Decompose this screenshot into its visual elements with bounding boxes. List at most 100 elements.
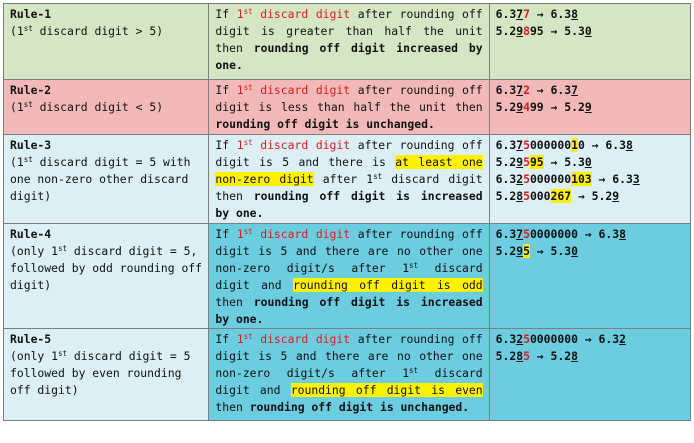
text-run: discard digit = 5 with one non-zero othe… [10,155,191,203]
rule-condition: (1st discard digit = 5 with one non-zero… [10,154,202,205]
text-run: 2 [516,172,524,186]
text-run: then [215,400,250,414]
rule-description: If 1st discard digit after rounding off … [208,3,490,80]
text-run: → 6.3 [529,83,572,97]
rule-condition-cell: Rule-1(1st discard digit > 5) [2,3,210,80]
text-run: 8 [516,189,524,203]
example-line: 5.29895 → 5.30 [496,23,684,40]
text-run: after rounding off digit is less than ha… [215,83,483,114]
text-run: 5 [523,189,530,203]
text-run: 0 [571,244,578,258]
text-run: 8 [523,24,530,38]
text-run: 99 → 5.2 [529,100,585,114]
text-run: 2 [516,332,524,346]
rule-name: Rule-2 [10,83,52,97]
text-run: discard digit < 5) [32,100,164,114]
text-run: 1st [236,83,253,97]
example-line: 6.377 → 6.38 [496,6,684,23]
text-run: 5.2 [495,100,517,114]
text-run: after rounding off digit is 5 and there … [215,332,483,380]
rule-condition: (1st discard digit < 5) [10,99,202,116]
text-run: 8 [516,349,524,363]
text-run: 5 [523,349,530,363]
example-line: 5.285 → 5.28 [496,348,684,365]
text-run: discard digit [252,7,351,21]
text-run: 9 [516,100,524,114]
text-run: 103 [571,172,592,186]
text-run: 2 [523,83,530,97]
text-run: 1st [51,349,68,363]
text-run: (only [10,244,52,258]
text-run: 5 [523,155,530,169]
rule-condition-cell: Rule-3(1st discard digit = 5 with one no… [2,134,210,224]
text-run: 9 [516,155,524,169]
text-run: 5 [523,332,530,346]
text-run: 6.3 [495,138,517,152]
text-run: then [215,295,254,309]
text-run: rounding off digit is unchanged. [215,117,435,131]
text-run: If [215,7,237,21]
text-run: after rounding off digit is 5 and there … [215,138,483,169]
text-run: 7 [516,227,524,241]
text-run: → 5.3 [543,155,585,169]
text-run: 9 [584,100,592,114]
text-run: discard digit [252,332,351,346]
rule-name: Rule-4 [10,227,52,241]
text-run: rounding off digit is unchanged. [249,400,470,414]
text-run: 9 [612,189,620,203]
text-run: discard digit [252,227,351,241]
example-line: 6.3750000000 → 6.38 [496,226,684,243]
text-run: ( [10,24,17,38]
text-run: 9 [516,24,524,38]
text-run: 7 [516,138,524,152]
text-run: If [215,138,237,152]
text-run: 8 [571,7,578,21]
rule-description: If 1st discard digit after rounding off … [208,223,490,329]
text-run: 6.3 [495,83,517,97]
rule-condition-cell: Rule-4(only 1st discard digit = 5, follo… [2,223,210,329]
text-run: 1st [16,24,33,38]
example-line: 5.29595 → 5.30 [496,154,684,171]
text-run: 2 [619,332,626,346]
text-run: 0000000 → 6.3 [529,227,620,241]
text-run: after rounding off digit is 5 and there … [215,227,483,275]
text-run: 4 [523,100,530,114]
text-run: 5 [523,227,530,241]
text-run: 000000 [529,138,572,152]
text-run: → 5.2 [529,349,572,363]
text-run: 7 [571,83,578,97]
rule-description: If 1st discard digit after rounding off … [208,79,490,135]
text-run: → 6.3 [529,7,572,21]
example-line: 6.3250000000 → 6.32 [496,331,684,348]
rule-row: Rule-5(only 1st discard digit = 5 follow… [2,328,692,421]
text-run: If [215,227,237,241]
text-run: 0 [584,24,592,38]
text-run: discard digit and [215,261,483,292]
rule-condition: (only 1st discard digit = 5 followed by … [10,348,202,399]
text-run: 6.3 [495,332,517,346]
text-run: 1 [571,138,578,152]
text-run: rounding off digit is even [290,383,483,397]
text-run: 1st [236,7,253,21]
text-run: 8 [571,349,578,363]
example-line: 5.29499 → 5.29 [496,99,684,116]
rule-description: If 1st discard digit after rounding off … [208,328,490,421]
text-run: rounding off digit is odd [293,278,483,292]
text-run: ( [10,100,17,114]
text-run: 000 [529,189,551,203]
text-run: 1st [402,366,419,380]
example-line: 6.37500000010 → 6.38 [496,137,684,154]
rule-row: Rule-2 (1st discard digit < 5) If 1st dis… [2,79,692,135]
rounding-rules-table: Rule-1(1st discard digit > 5) If 1st dis… [2,3,692,421]
text-run: 9 [516,244,524,258]
text-run: 7 [516,83,524,97]
text-run: 1st [236,138,253,152]
text-run: 6.3 [495,227,517,241]
text-run: → 6.3 [591,172,633,186]
rule-condition-cell: Rule-2 (1st discard digit < 5) [2,79,210,135]
text-run: discard digit > 5) [32,24,164,38]
rule-row: Rule-4(only 1st discard digit = 5, follo… [2,223,692,329]
text-run: 5 [523,138,530,152]
